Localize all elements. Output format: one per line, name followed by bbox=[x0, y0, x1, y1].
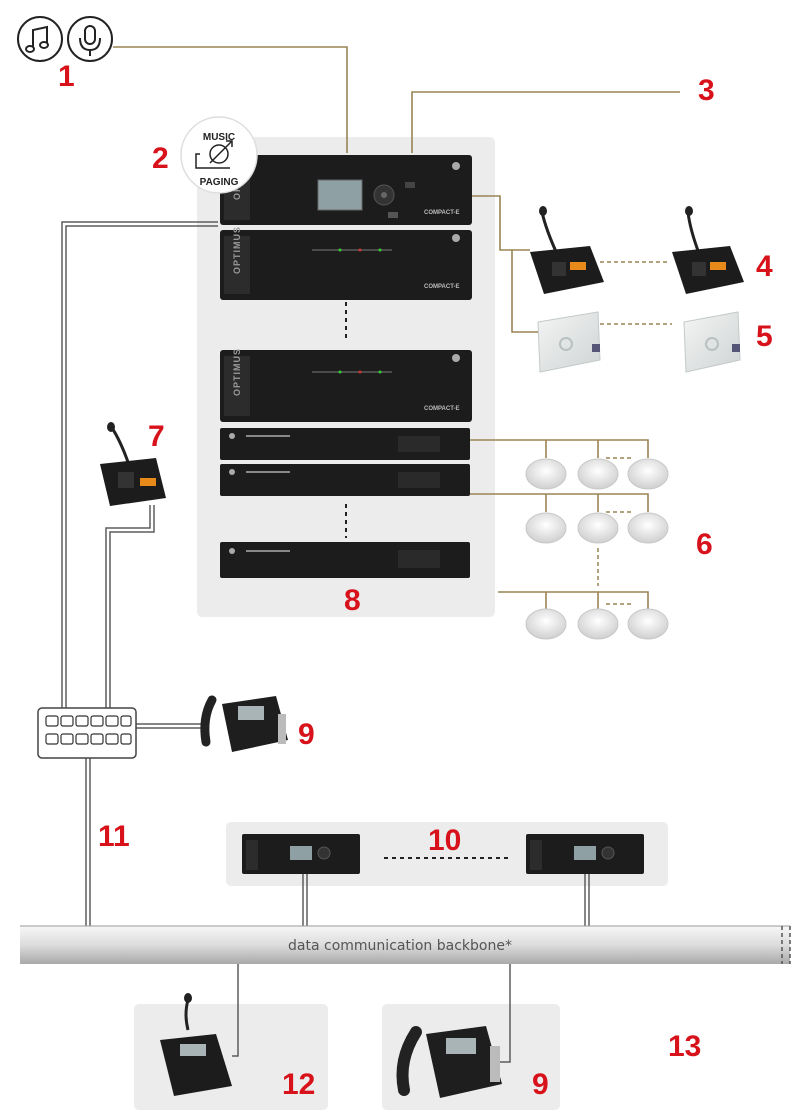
wires-gray bbox=[61, 221, 590, 1063]
amplifier-1 bbox=[220, 428, 470, 460]
call-station-12 bbox=[160, 993, 232, 1096]
rack-dashes bbox=[345, 302, 512, 859]
amplifier-3 bbox=[220, 542, 470, 578]
ip-phone-upper bbox=[200, 695, 288, 752]
call-station-4b bbox=[672, 206, 744, 294]
number-4: 4 bbox=[756, 250, 773, 283]
wires-dashed bbox=[597, 261, 672, 605]
number-2: 2 bbox=[152, 142, 169, 175]
microphone-icon bbox=[67, 16, 113, 62]
router-label-bottom: PAGING bbox=[200, 177, 239, 188]
music-note-icon bbox=[17, 16, 63, 62]
amplifier-2 bbox=[220, 464, 470, 496]
rack-brand: OPTIMUS bbox=[232, 348, 242, 396]
call-station-7 bbox=[100, 422, 166, 506]
number-3: 3 bbox=[698, 74, 715, 107]
ip-phone-lower bbox=[396, 1026, 502, 1098]
rack-unit-controller: OPTIMUS COMPACT-E bbox=[220, 152, 472, 225]
number-12: 12 bbox=[282, 1068, 315, 1101]
rack-brand: OPTIMUS bbox=[232, 226, 242, 274]
music-paging-router: MUSIC PAGING bbox=[180, 116, 258, 194]
number-7: 7 bbox=[148, 420, 165, 453]
number-11: 11 bbox=[98, 820, 130, 853]
router-label-top: MUSIC bbox=[203, 132, 235, 143]
backbone-label: data communication backbone* bbox=[288, 938, 512, 954]
speakers bbox=[525, 458, 669, 640]
wall-box-5b bbox=[683, 311, 741, 373]
wall-box-5a bbox=[537, 311, 601, 373]
rack-model: COMPACT-E bbox=[424, 210, 460, 216]
number-5: 5 bbox=[756, 320, 773, 353]
rack-model: COMPACT-E bbox=[424, 284, 460, 290]
number-13: 13 bbox=[668, 1030, 701, 1063]
number-9-lower: 9 bbox=[532, 1068, 549, 1101]
rack-model: COMPACT-E bbox=[424, 406, 460, 412]
rack-unit-2: OPTIMUS COMPACT-E bbox=[220, 226, 472, 300]
number-8: 8 bbox=[344, 584, 361, 617]
number-1: 1 bbox=[58, 60, 75, 93]
wires-gold bbox=[113, 46, 680, 610]
rack-unit-3: OPTIMUS COMPACT-E bbox=[220, 348, 472, 422]
call-station-4a bbox=[530, 206, 604, 294]
remote-unit-a bbox=[242, 834, 360, 874]
backbone: data communication backbone* bbox=[20, 925, 791, 964]
number-10: 10 bbox=[428, 824, 461, 857]
number-6: 6 bbox=[696, 528, 713, 561]
number-9-upper: 9 bbox=[298, 718, 315, 751]
network-switch bbox=[37, 707, 137, 759]
callout-numbers: 1 2 3 4 5 6 7 8 9 10 11 12 9 13 bbox=[58, 60, 773, 1101]
remote-unit-b bbox=[526, 834, 644, 874]
